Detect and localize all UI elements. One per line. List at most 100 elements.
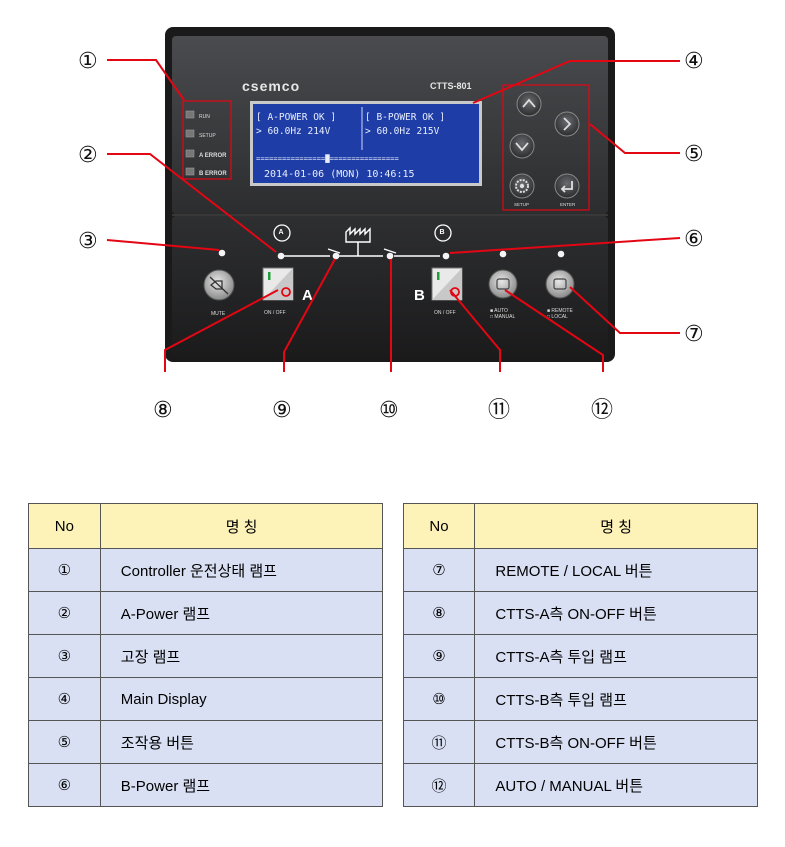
chevron-down-icon	[515, 142, 529, 152]
ctts-b-closed-lamp	[386, 252, 394, 260]
enter-icon	[560, 181, 573, 193]
row-name-left: 조작용 버튼	[99, 720, 384, 764]
callout-9: ⑨	[272, 398, 292, 423]
fault-lamp	[218, 249, 226, 257]
row-no-right: ⑨	[402, 634, 476, 678]
auto-label: ■ AUTO	[490, 308, 508, 314]
down-button[interactable]	[509, 133, 535, 159]
row-no-left: ⑥	[28, 763, 101, 807]
up-button[interactable]	[516, 91, 542, 117]
remote-local-lamp	[557, 250, 565, 258]
lcd-line2-b: > 60.0Hz 215V	[365, 126, 440, 137]
mute-bell-icon	[209, 276, 229, 295]
callout-line-3	[106, 239, 220, 251]
callout-6: ⑥	[684, 227, 704, 252]
lcd-line4: 2014-01-06 (MON) 10:46:15	[264, 169, 415, 180]
table-row: ⑤ 조작용 버튼 ⑪ CTTS-B측 ON-OFF 버튼	[28, 720, 758, 764]
switch-a-icon	[327, 248, 341, 254]
component-table: No 명 칭 No 명 칭 ① Controller 운전상태 램프 ⑦ REM…	[28, 503, 760, 807]
table-row: ② A-Power 램프 ⑧ CTTS-A측 ON-OFF 버튼	[28, 591, 758, 635]
row-name-left: Main Display	[99, 677, 384, 721]
row-name-left: B-Power 램프	[99, 763, 384, 807]
spec-table: No 명 칭 No 명 칭 ① Controller 운전상태 램프 ⑦ REM…	[28, 503, 758, 807]
status-lamp-setup: SETUP	[185, 129, 216, 139]
row-name-right: CTTS-B측 ON-OFF 버튼	[474, 720, 758, 764]
brand-logo: csemco	[242, 78, 300, 94]
chevron-up-icon	[522, 98, 536, 108]
callout-1: ①	[78, 49, 98, 74]
callout-12: ⑫	[591, 398, 613, 423]
status-lamp-label: SETUP	[199, 133, 216, 139]
row-name-right: REMOTE / LOCAL 버튼	[474, 548, 758, 592]
remote-icon	[553, 278, 567, 290]
callout-lines	[106, 59, 681, 372]
source-b-label: B	[440, 229, 445, 236]
status-lamp-label: A ERROR	[199, 153, 227, 159]
enter-label: ENTER	[560, 202, 576, 207]
table-row: ④ Main Display ⑩ CTTS-B측 투입 램프	[28, 677, 758, 721]
row-no-right: ⑫	[402, 763, 476, 807]
callout-line-11	[449, 289, 501, 372]
chevron-right-icon	[563, 117, 572, 131]
factory-load-icon	[345, 226, 371, 243]
transfer-mimic-diagram: A B	[218, 224, 565, 260]
callout-line-8	[164, 289, 279, 372]
callout-line-2	[107, 153, 277, 253]
row-name-right: AUTO / MANUAL 버튼	[474, 763, 758, 807]
lcd-line1-b: [ B-POWER OK ]	[365, 112, 445, 123]
callout-line-6	[449, 237, 681, 254]
status-lamp-b-error: B ERROR	[185, 167, 227, 177]
remote-label: ■ REMOTE	[547, 308, 573, 314]
enter-button[interactable]: ENTER	[554, 173, 580, 207]
callout-line-1	[107, 59, 185, 101]
ctts-b-on-off-button[interactable]: ON / OFF	[431, 267, 463, 316]
mute-button[interactable]: MUTE	[203, 269, 235, 317]
header-name-left: 명 칭	[99, 503, 384, 549]
row-no-right: ⑧	[402, 591, 476, 635]
callout-2: ②	[78, 143, 98, 168]
row-no-left: ③	[28, 634, 101, 678]
local-label: □ LOCAL	[547, 314, 568, 320]
callout-10: ⑩	[379, 398, 399, 423]
mute-label: MUTE	[211, 311, 226, 317]
row-name-left: Controller 운전상태 램프	[99, 548, 384, 592]
navigation-button-group: SETUP ENTER	[502, 84, 590, 211]
ctts-a-closed-lamp	[332, 252, 340, 260]
header-no-right: No	[402, 503, 476, 549]
gear-icon	[515, 179, 529, 193]
callout-4: ④	[684, 49, 704, 74]
row-no-right: ⑦	[402, 548, 476, 592]
lcd-line3: ================█================	[256, 154, 399, 163]
callout-line-4	[472, 60, 680, 104]
model-label: CTTS-801	[430, 81, 472, 91]
status-lamp-a-error: A ERROR	[185, 149, 227, 159]
source-a-label: A	[279, 229, 284, 236]
on-off-a-label: ON / OFF	[264, 310, 286, 316]
table-gap	[382, 677, 404, 721]
table-gap	[382, 548, 404, 592]
setup-button[interactable]: SETUP	[509, 173, 535, 207]
right-button[interactable]	[554, 111, 580, 137]
row-no-right: ⑩	[402, 677, 476, 721]
row-name-right: CTTS-A측 ON-OFF 버튼	[474, 591, 758, 635]
status-lamp-run: RUN	[185, 110, 210, 120]
callout-7: ⑦	[684, 322, 704, 347]
side-a-label: A	[302, 287, 313, 304]
remote-local-button[interactable]: ■ REMOTE □ LOCAL	[545, 269, 575, 320]
row-no-left: ④	[28, 677, 101, 721]
status-lamp-label: B ERROR	[199, 171, 227, 177]
table-gap	[382, 763, 404, 807]
table-gap	[382, 591, 404, 635]
row-name-left: A-Power 램프	[99, 591, 384, 635]
lcd-line2-a: > 60.0Hz 214V	[256, 126, 331, 137]
auto-manual-lamp	[499, 250, 507, 258]
callout-3: ③	[78, 229, 98, 254]
callout-line-12	[504, 289, 604, 372]
ctts-a-on-off-button[interactable]: ON / OFF	[262, 267, 294, 316]
manual-label: □ MANUAL	[490, 314, 515, 320]
row-name-right: CTTS-B측 투입 램프	[474, 677, 758, 721]
callout-5: ⑤	[684, 142, 704, 167]
auto-manual-button[interactable]: ■ AUTO □ MANUAL	[488, 269, 518, 320]
table-gap	[382, 503, 404, 549]
on-off-b-label: ON / OFF	[434, 310, 456, 316]
